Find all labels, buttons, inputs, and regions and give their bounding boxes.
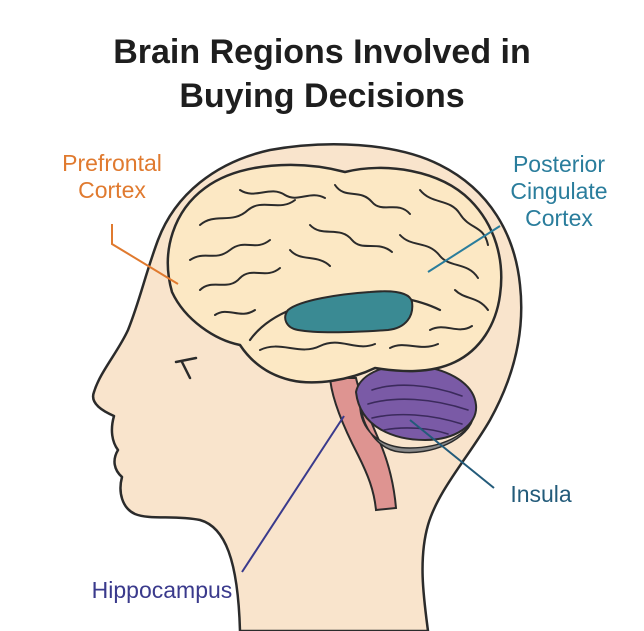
label-posterior-line-1: Posterior	[486, 151, 632, 178]
label-posterior-cingulate-cortex: Posterior Cingulate Cortex	[486, 151, 632, 232]
label-hippocampus: Hippocampus	[52, 577, 272, 604]
label-prefrontal-line-2: Cortex	[32, 177, 192, 204]
label-insula: Insula	[496, 481, 586, 508]
label-prefrontal-line-1: Prefrontal	[32, 150, 192, 177]
label-hippocampus-text: Hippocampus	[52, 577, 272, 604]
label-insula-text: Insula	[496, 481, 586, 508]
label-prefrontal-cortex: Prefrontal Cortex	[32, 150, 192, 204]
label-posterior-line-2: Cingulate	[486, 178, 632, 205]
label-posterior-line-3: Cortex	[486, 205, 632, 232]
